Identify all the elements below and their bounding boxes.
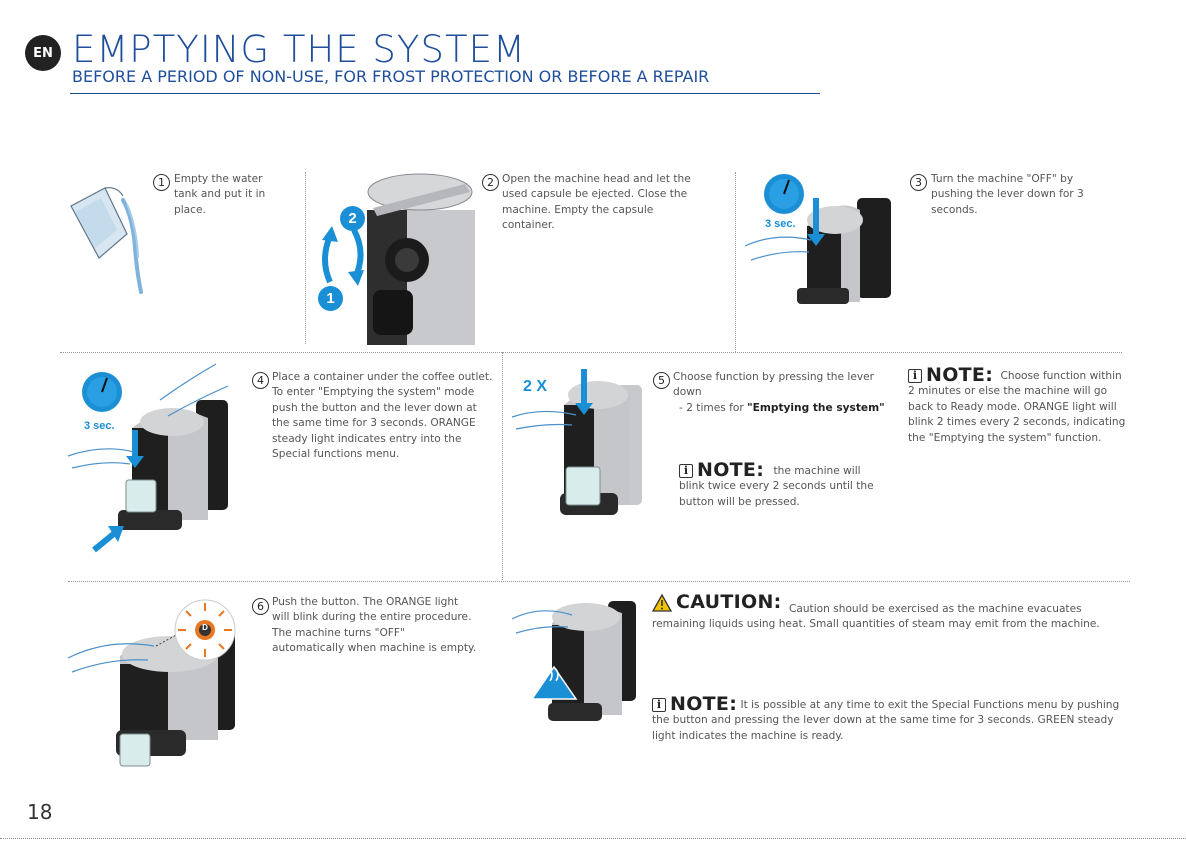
step-1-number: 1 — [153, 174, 170, 191]
step-1-text: Empty the water tank and put it in place… — [174, 173, 266, 216]
press-count-label: 2 X — [523, 378, 548, 395]
step-5-text: Choose function by pressing the lever do… — [673, 370, 888, 416]
caution-block: CAUTION: Caution should be exercised as … — [651, 591, 1132, 633]
warning-icon — [651, 593, 673, 612]
note-c-body: It is possible at any time to exit the S… — [652, 699, 1120, 742]
timer-icon — [764, 174, 804, 214]
step-5-main-text: Choose function by pressing the lever do… — [673, 371, 874, 399]
bottom-rule — [0, 838, 1186, 839]
page-title: EMPTYING THE SYSTEM — [72, 28, 526, 71]
step-2-label-close: 1 — [318, 286, 343, 311]
step-2-text: Open the machine head and let the used c… — [502, 173, 691, 232]
language-badge: EN — [25, 35, 61, 71]
note-c: i NOTE: It is possible at any time to ex… — [652, 693, 1127, 744]
step-6-number: 6 — [252, 598, 269, 615]
button-symbol: D — [202, 623, 208, 632]
machine-open-head-illustration — [367, 173, 475, 345]
machine-lever-press-illustration — [744, 198, 891, 304]
step-5-sub-text: - 2 times for "Emptying the system" — [673, 401, 888, 416]
water-pour-illustration — [70, 187, 143, 294]
step-4-timer-label: 3 sec. — [84, 420, 115, 432]
step-2-number: 2 — [482, 174, 499, 191]
divider-v1 — [305, 172, 306, 344]
info-icon: i — [652, 697, 666, 712]
note-b-label: NOTE: — [926, 364, 994, 386]
step-5-number: 5 — [653, 372, 670, 389]
step-5-sub-bold: "Emptying the system" — [747, 401, 885, 414]
step-5-sub-prefix: - 2 times for — [679, 401, 748, 414]
step-2-label-open-text: 2 — [348, 210, 357, 227]
note-c-label: NOTE: — [670, 693, 738, 715]
step-3-text: Turn the machine "OFF" by pushing the le… — [931, 173, 1084, 216]
up-down-arrows-icon — [322, 226, 364, 286]
page-subtitle: BEFORE A PERIOD OF NON-USE, FOR FROST PR… — [72, 67, 710, 86]
page-number: 18 — [27, 800, 53, 824]
info-icon: i — [679, 463, 693, 478]
note-a-body: the machine will blink twice every 2 sec… — [679, 465, 874, 508]
note-b: i NOTE: Choose function within 2 minutes… — [908, 364, 1130, 446]
note-a-head: i NOTE: — [679, 459, 765, 481]
step-3-timer-label: 3 sec. — [765, 218, 796, 230]
caution-head: CAUTION: — [651, 591, 782, 614]
machine-steam-illustration — [511, 601, 636, 721]
divider-v2 — [735, 172, 736, 352]
blinking-orange-button-icon — [174, 599, 236, 661]
machine-button-lever-illustration — [67, 363, 229, 553]
caution-label: CAUTION: — [676, 591, 782, 614]
step-6-text: Push the button. The ORANGE light will b… — [272, 596, 477, 655]
note-a-label: NOTE: — [697, 459, 765, 481]
note-b-body: Choose function within 2 minutes or else… — [908, 370, 1126, 444]
divider-v3 — [502, 352, 503, 580]
step-2-label-open: 2 — [340, 206, 365, 231]
note-b-head: i NOTE: — [908, 364, 994, 386]
timer-icon — [82, 372, 122, 412]
step-4-text: Place a container under the coffee outle… — [272, 371, 493, 461]
title-rule — [70, 93, 820, 94]
caution-text: Caution should be exercised as the machi… — [652, 603, 1100, 631]
note-a: i NOTE: the machine will blink twice eve… — [679, 459, 884, 510]
divider-h2 — [68, 581, 1130, 582]
divider-h1 — [60, 352, 1122, 353]
step-3-number: 3 — [910, 174, 927, 191]
step-2-label-close-text: 1 — [326, 290, 335, 307]
step-4-number: 4 — [252, 372, 269, 389]
info-icon: i — [908, 368, 922, 383]
note-c-head: i NOTE: — [652, 693, 738, 715]
machine-lever-twice-illustration — [511, 369, 642, 515]
